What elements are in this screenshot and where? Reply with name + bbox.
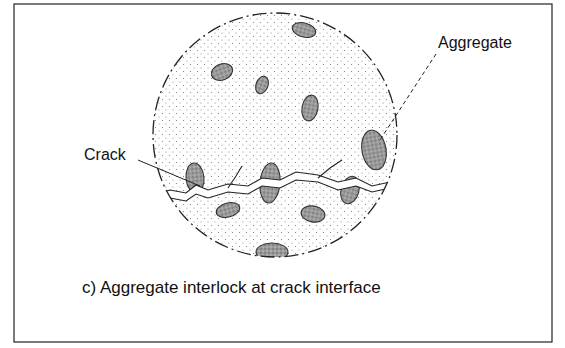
leader-line <box>138 160 200 186</box>
frame <box>14 4 552 342</box>
caption: c) Aggregate interlock at crack interfac… <box>82 278 381 298</box>
detail-circle <box>153 13 397 257</box>
part-label: Aggregate <box>436 34 514 52</box>
part-label: Crack <box>82 146 128 164</box>
concrete-matrix <box>153 13 397 257</box>
aggregates <box>185 20 390 261</box>
crack <box>150 160 402 203</box>
leader-line <box>380 54 436 140</box>
